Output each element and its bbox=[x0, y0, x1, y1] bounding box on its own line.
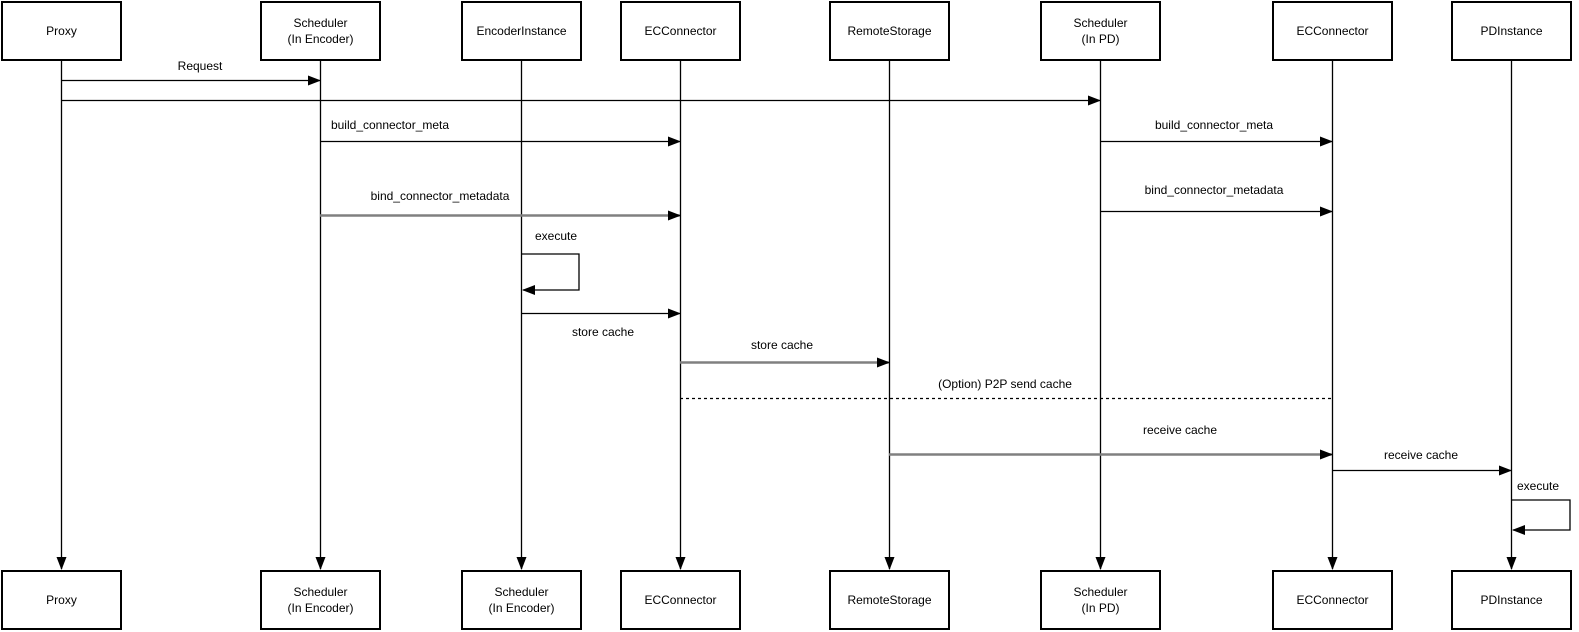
participant-bottom-box-ec-connector-pd: ECConnector bbox=[1272, 570, 1393, 630]
participant-bottom-box-remote-storage: RemoteStorage bbox=[829, 570, 950, 630]
message-label-receive-cache-pd: receive cache bbox=[1382, 448, 1460, 462]
participant-label: Scheduler (In PD) bbox=[1073, 584, 1128, 615]
message-label-bind-connector-metadata-encoder: bind_connector_metadata bbox=[369, 189, 511, 203]
participant-label: ECConnector bbox=[1296, 23, 1369, 38]
participant-top-box-scheduler-in-encoder: Scheduler (In Encoder) bbox=[260, 1, 381, 61]
participant-top-box-scheduler-in-pd: Scheduler (In PD) bbox=[1040, 1, 1161, 61]
participant-bottom-box-ec-connector-encoder: ECConnector bbox=[620, 570, 741, 630]
message-label-receive-cache-ec: receive cache bbox=[1141, 423, 1219, 437]
message-label-build-connector-meta-encoder: build_connector_meta bbox=[329, 118, 451, 132]
participant-top-box-remote-storage: RemoteStorage bbox=[829, 1, 950, 61]
participant-label: ECConnector bbox=[644, 23, 717, 38]
message-label-bind-connector-metadata-pd: bind_connector_metadata bbox=[1143, 183, 1285, 197]
participant-label: Scheduler (In Encoder) bbox=[287, 15, 354, 46]
message-label-request: Request bbox=[176, 59, 224, 73]
self-message-arrow-execute-encoder bbox=[521, 253, 580, 295]
participant-label: PDInstance bbox=[1480, 592, 1543, 607]
participant-label: ECConnector bbox=[1296, 592, 1369, 607]
participant-label: Scheduler (In PD) bbox=[1073, 15, 1128, 46]
message-label-p2p-send-cache: (Option) P2P send cache bbox=[937, 377, 1073, 391]
participant-label: Proxy bbox=[46, 23, 77, 38]
self-message-arrow-execute-pd bbox=[1511, 499, 1571, 535]
participant-top-box-encoder-instance: EncoderInstance bbox=[461, 1, 582, 61]
message-label-store-cache-remote: store cache bbox=[749, 338, 815, 352]
message-label-build-connector-meta-pd: build_connector_meta bbox=[1153, 118, 1275, 132]
message-label-store-cache-encoder: store cache bbox=[570, 325, 636, 339]
message-label-execute-encoder: execute bbox=[533, 229, 579, 243]
participant-label: RemoteStorage bbox=[847, 23, 932, 38]
participant-label: Scheduler (In Encoder) bbox=[488, 584, 555, 615]
message-label-execute-pd: execute bbox=[1515, 479, 1561, 493]
participant-bottom-box-scheduler-in-pd: Scheduler (In PD) bbox=[1040, 570, 1161, 630]
participant-bottom-box-encoder-instance: Scheduler (In Encoder) bbox=[461, 570, 582, 630]
participant-top-box-pd-instance: PDInstance bbox=[1451, 1, 1572, 61]
participant-bottom-box-pd-instance: PDInstance bbox=[1451, 570, 1572, 630]
participant-bottom-box-scheduler-in-encoder: Scheduler (In Encoder) bbox=[260, 570, 381, 630]
participant-top-box-proxy: Proxy bbox=[1, 1, 122, 61]
participant-label: Proxy bbox=[46, 592, 77, 607]
participant-label: RemoteStorage bbox=[847, 592, 932, 607]
participant-top-box-ec-connector-encoder: ECConnector bbox=[620, 1, 741, 61]
participant-top-box-ec-connector-pd: ECConnector bbox=[1272, 1, 1393, 61]
participant-label: ECConnector bbox=[644, 592, 717, 607]
participant-bottom-box-proxy: Proxy bbox=[1, 570, 122, 630]
participant-label: EncoderInstance bbox=[476, 23, 567, 38]
participant-label: PDInstance bbox=[1480, 23, 1543, 38]
participant-label: Scheduler (In Encoder) bbox=[287, 584, 354, 615]
